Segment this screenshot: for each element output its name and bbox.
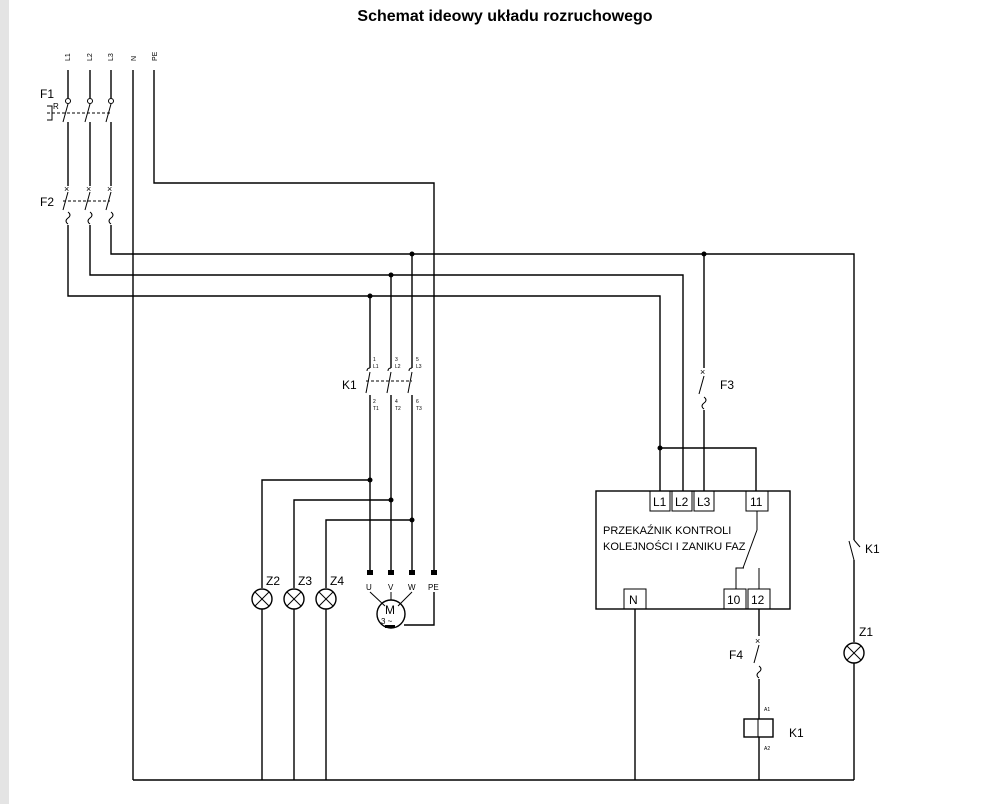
z3-label: Z3 xyxy=(298,574,312,588)
supply-terminal-labels: L1 L2 L3 N PE xyxy=(65,51,159,61)
supply-wires xyxy=(67,70,435,780)
terminal-label-l3: L3 xyxy=(108,53,115,61)
f1-label: F1 xyxy=(40,87,54,101)
lamp-z2: Z2 xyxy=(251,574,280,610)
phase-lamps: Z2 Z3 Z4 xyxy=(251,479,412,780)
relay-title-line2: KOLEJNOŚCI I ZANIKU FAZ xyxy=(603,540,746,553)
relay-terminal-n: N xyxy=(629,593,638,607)
motor-terminal-v: V xyxy=(388,583,394,592)
coil-pin-a2: A2 xyxy=(764,746,770,752)
f3-label: F3 xyxy=(720,378,734,392)
k1-aux-contact: K1 xyxy=(848,536,880,642)
relay-terminal-l2: L2 xyxy=(675,495,689,509)
relay-terminal-l3: L3 xyxy=(697,495,711,509)
diagram-title: Schemat ideowy układu rozruchowego xyxy=(357,8,653,25)
z1-label: Z1 xyxy=(859,625,873,639)
f1-marker: R xyxy=(53,102,59,111)
motor-label: M xyxy=(385,603,395,617)
svg-text:T3: T3 xyxy=(416,406,422,412)
svg-text:×: × xyxy=(755,636,760,646)
relay-terminal-10: 10 xyxy=(727,593,741,607)
svg-text:6: 6 xyxy=(416,399,419,405)
terminal-label-l2: L2 xyxy=(87,53,94,61)
terminal-label-n: N xyxy=(131,56,138,61)
relay-terminal-12: 12 xyxy=(751,593,765,607)
svg-text:2: 2 xyxy=(373,399,376,405)
svg-text:L3: L3 xyxy=(416,364,422,370)
lamp-z3: Z3 xyxy=(283,574,312,610)
relay-terminal-11: 11 xyxy=(750,495,763,509)
motor-terminal-w: W xyxy=(408,583,416,592)
svg-text:×: × xyxy=(107,184,112,194)
f4-label: F4 xyxy=(729,648,743,662)
svg-text:×: × xyxy=(86,184,91,194)
f1-disconnector: F1 R xyxy=(40,87,114,186)
f2-label: F2 xyxy=(40,195,54,209)
svg-text:T1: T1 xyxy=(373,406,379,412)
svg-text:×: × xyxy=(700,367,705,377)
terminal-label-l1: L1 xyxy=(65,53,72,61)
motor-terminal-pe: PE xyxy=(428,583,439,592)
svg-text:1: 1 xyxy=(373,357,376,363)
z2-label: Z2 xyxy=(266,574,280,588)
relay-title-line1: PRZEKAŹNIK KONTROLI xyxy=(603,524,731,537)
motor-terminal-u: U xyxy=(366,583,372,592)
junction-dots xyxy=(367,251,707,523)
k1-main-label: K1 xyxy=(342,378,357,392)
terminal-label-pe: PE xyxy=(152,51,159,61)
coil-pin-a1: A1 xyxy=(764,707,770,713)
phase-relay: L1 L2 L3 11 N 10 12 PRZEKAŹNIK KONTROLI … xyxy=(595,490,791,780)
k1-coil-label: K1 xyxy=(789,726,804,740)
svg-text:×: × xyxy=(64,184,69,194)
svg-text:T2: T2 xyxy=(395,406,401,412)
left-edge-bar xyxy=(0,0,9,804)
k1-coil: A1 A2 K1 xyxy=(743,707,804,780)
f3-protection: × F3 xyxy=(660,254,757,491)
z4-label: Z4 xyxy=(330,574,344,588)
k1-main-contactor: K1 1 L1 3 L2 5 L3 2 T1 4 T2 6 T3 xyxy=(342,254,422,570)
f2-motor-protection: F2 × × × xyxy=(40,184,855,540)
motor-m: U V W PE M 3 ~ xyxy=(366,570,439,629)
lamp-z1: Z1 xyxy=(843,625,873,780)
motor-phase: 3 ~ xyxy=(381,617,393,626)
svg-text:L1: L1 xyxy=(373,364,379,370)
svg-text:3: 3 xyxy=(395,357,398,363)
svg-text:5: 5 xyxy=(416,357,419,363)
lamp-z4: Z4 xyxy=(315,574,344,610)
k1-aux-label: K1 xyxy=(865,542,880,556)
f4-protection: × F4 xyxy=(729,609,762,719)
svg-text:L2: L2 xyxy=(395,364,401,370)
svg-text:4: 4 xyxy=(395,399,398,405)
relay-terminal-l1: L1 xyxy=(653,495,667,509)
